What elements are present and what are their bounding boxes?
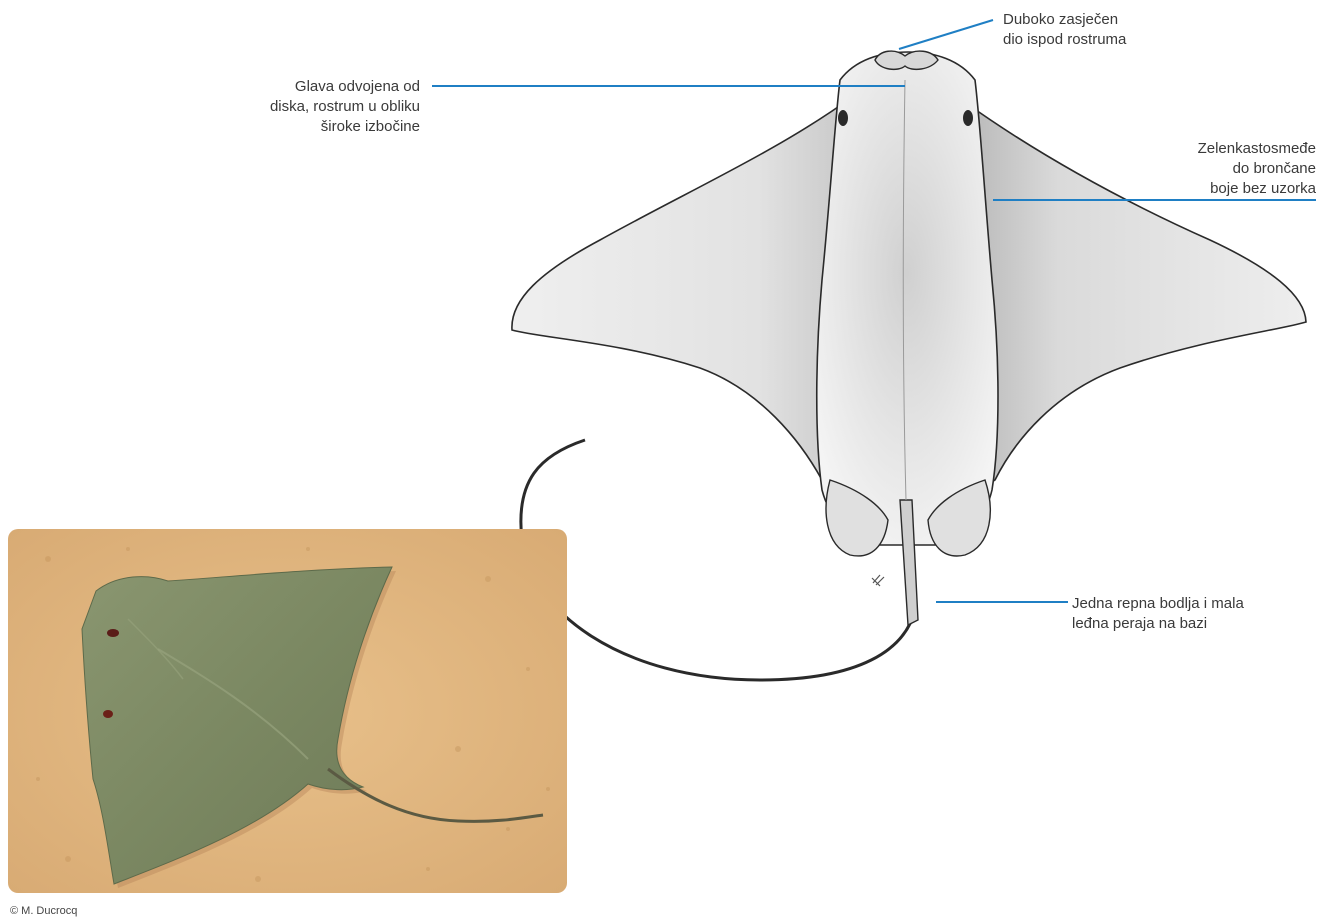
callout-head: Glava odvojena od diska, rostrum u oblik… <box>226 77 420 137</box>
callout-coloration: Zelenkastosmeđe do brončane boje bez uzo… <box>1130 139 1316 199</box>
ray-photo-graphic <box>8 529 567 893</box>
ray-photo <box>8 529 567 893</box>
callout-tail-spine: Jedna repna bodlja i mala leđna peraja n… <box>1072 594 1244 634</box>
illustration-left-eye <box>838 110 848 126</box>
callout-rostrum-notch: Duboko zasječen dio ispod rostruma <box>1003 10 1126 50</box>
leader-rostrum-notch <box>899 20 993 49</box>
illustration-scale-mark <box>872 575 884 586</box>
illustration-right-eye <box>963 110 973 126</box>
photo-credit: © M. Ducrocq <box>10 905 77 917</box>
illustration-body <box>817 52 998 545</box>
